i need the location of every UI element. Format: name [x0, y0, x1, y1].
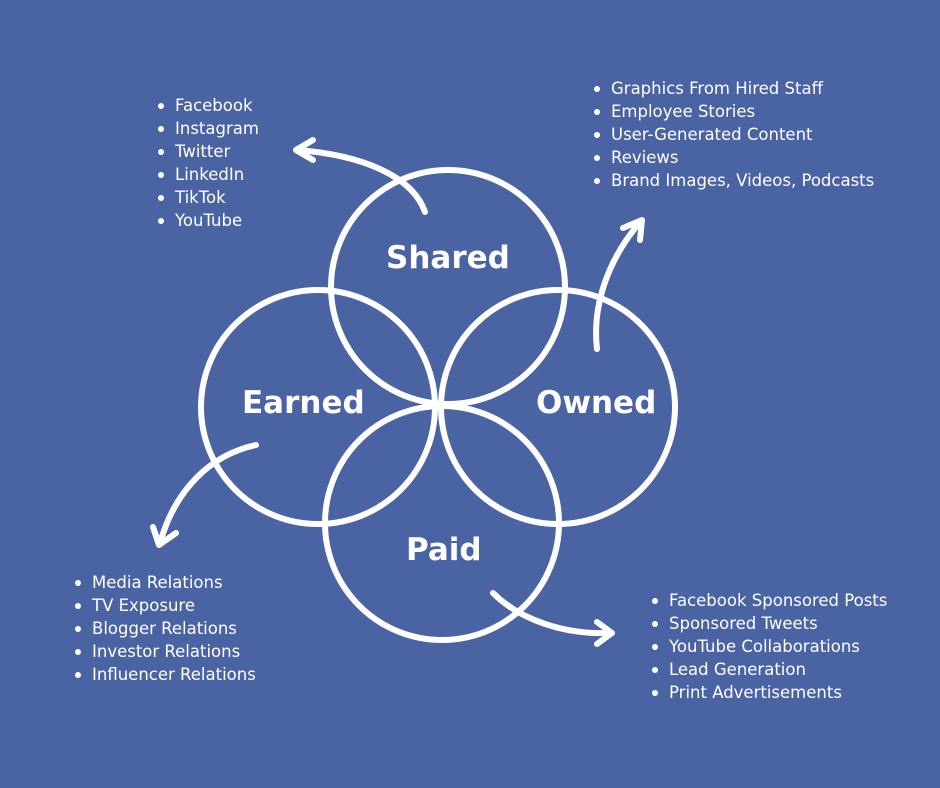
list-item: Graphics From Hired Staff: [594, 77, 874, 100]
earned-list: Media Relations TV Exposure Blogger Rela…: [75, 571, 256, 686]
shared-list: Facebook Instagram Twitter LinkedIn TikT…: [158, 94, 259, 232]
list-item: Investor Relations: [75, 640, 256, 663]
list-item: Facebook: [158, 94, 259, 117]
owned-arrow-icon: [593, 217, 645, 352]
list-item: Media Relations: [75, 571, 256, 594]
list-item: Sponsored Tweets: [652, 612, 887, 635]
list-item: YouTube Collaborations: [652, 635, 887, 658]
list-item: Instagram: [158, 117, 259, 140]
list-item: Blogger Relations: [75, 617, 256, 640]
list-item: Influencer Relations: [75, 663, 256, 686]
list-item: Reviews: [594, 146, 874, 169]
list-item: Employee Stories: [594, 100, 874, 123]
owned-list: Graphics From Hired Staff Employee Stori…: [594, 77, 874, 192]
owned-label: Owned: [536, 385, 657, 421]
paid-label: Paid: [406, 532, 482, 568]
list-item: User-Generated Content: [594, 123, 874, 146]
list-item: Lead Generation: [652, 658, 887, 681]
list-item: TikTok: [158, 186, 259, 209]
shared-label: Shared: [386, 240, 510, 276]
list-item: TV Exposure: [75, 594, 256, 617]
paid-circle: [322, 403, 562, 643]
earned-arrow-icon: [150, 442, 259, 548]
list-item: LinkedIn: [158, 163, 259, 186]
shared-arrow-icon: [293, 137, 428, 215]
list-item: Facebook Sponsored Posts: [652, 589, 887, 612]
paid-arrow-icon: [490, 590, 615, 647]
earned-label: Earned: [242, 385, 365, 421]
list-item: Print Advertisements: [652, 681, 887, 704]
paid-list: Facebook Sponsored Posts Sponsored Tweet…: [652, 589, 887, 704]
list-item: Brand Images, Videos, Podcasts: [594, 169, 874, 192]
list-item: Twitter: [158, 140, 259, 163]
list-item: YouTube: [158, 209, 259, 232]
